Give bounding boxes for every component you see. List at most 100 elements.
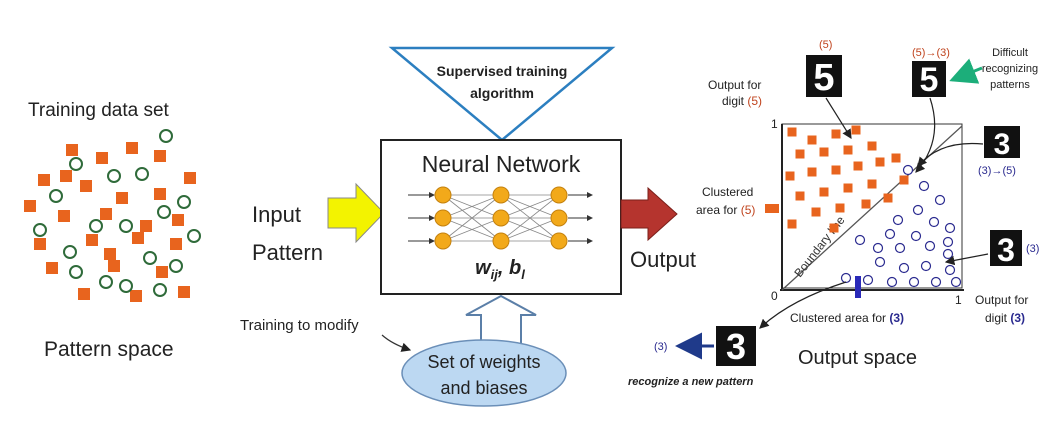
pattern-space-caption: Pattern space (44, 338, 174, 361)
network-title: Neural Network (422, 151, 581, 177)
pattern-square-point (178, 286, 190, 298)
pattern-square-point (96, 152, 108, 164)
training-modify-label: Training to modify (240, 317, 359, 334)
network-node (550, 186, 568, 204)
output-square-point (843, 145, 853, 155)
output-square-point (831, 129, 841, 139)
output-square-point (867, 141, 877, 151)
difficult-right-pointer (917, 142, 984, 167)
pattern-circle-point (33, 223, 47, 237)
output-square-point (819, 187, 829, 197)
output-circle-point (910, 230, 922, 242)
network-edge (500, 194, 560, 219)
output-square-point (899, 175, 909, 185)
training-section: Set of weights and biases Training to mo… (240, 294, 567, 407)
output-circle-point (930, 276, 942, 288)
digit3-pointer (944, 253, 989, 266)
output-circle-point (886, 276, 898, 288)
pattern-square-point (130, 290, 142, 302)
pattern-circle-point (119, 279, 133, 293)
output-circle-point (908, 276, 920, 288)
cluster3-marker (855, 276, 861, 298)
pattern-square-point (154, 150, 166, 162)
pattern-square-point (58, 210, 70, 222)
network-node (434, 186, 452, 204)
new-pattern-image: 3 (716, 326, 756, 367)
pattern-circle-point (159, 129, 173, 143)
weights-line2: and biases (440, 378, 527, 398)
output-points (785, 125, 962, 288)
output-circle-point (912, 204, 924, 216)
input-arrow (327, 182, 385, 244)
pattern-points (24, 129, 201, 302)
difficult-note-line1: Difficult (992, 47, 1028, 59)
network-node (492, 186, 510, 204)
pattern-circle-point (187, 229, 201, 243)
pattern-square-point (34, 238, 46, 250)
modify-pointer (381, 334, 412, 352)
pattern-square-point (100, 208, 112, 220)
cluster5-line1: Clustered (702, 185, 753, 199)
y-tick-one: 1 (771, 117, 778, 131)
cluster3-label: Clustered area for (3) (790, 311, 904, 325)
output-circle-point (950, 276, 962, 288)
output-square-point (785, 171, 795, 181)
output-square-point (861, 199, 871, 209)
output-square-point (831, 165, 841, 175)
output-arrow (620, 186, 678, 242)
pattern-circle-point (157, 205, 171, 219)
input-label-line1: Input (252, 202, 301, 227)
output-circle-point (840, 272, 852, 284)
output-space: Boundary line Output for digit (5) 1 0 1… (628, 39, 1039, 388)
pattern-space: Training data set Pattern space (24, 100, 201, 361)
pattern-square-point (140, 220, 152, 232)
network-node (434, 232, 452, 250)
input-section: Input Pattern (252, 182, 385, 265)
difficult-right-image: 3 (984, 126, 1020, 161)
x-tick-one: 1 (955, 293, 962, 307)
pattern-square-point (38, 174, 50, 186)
output-circle-point (902, 164, 914, 176)
supervised-line1: Supervised training (437, 63, 568, 79)
svg-text:3: 3 (726, 326, 746, 367)
output-square-point (835, 203, 845, 213)
pattern-circle-point (69, 157, 83, 171)
output-square-point (807, 135, 817, 145)
output-square-point (811, 207, 821, 217)
svg-text:3: 3 (994, 128, 1011, 161)
pattern-square-point (156, 266, 168, 278)
pattern-square-point (78, 288, 90, 300)
output-space-caption: Output space (798, 347, 917, 369)
difficult-note-line2: recognizing (982, 63, 1038, 75)
output-square-point (829, 223, 839, 233)
new-pattern-curve (759, 281, 847, 329)
pattern-square-point (170, 238, 182, 250)
svg-text:5: 5 (920, 61, 939, 99)
difficult-top-label: (5)→(3) (912, 47, 950, 59)
output-circle-point (884, 228, 896, 240)
output-square-point (853, 161, 863, 171)
output-circle-point (920, 260, 932, 272)
origin-label: 0 (771, 289, 778, 303)
output-square-point (851, 125, 861, 135)
network-edge (442, 217, 502, 242)
pattern-square-point (126, 142, 138, 154)
network-edge (500, 217, 560, 242)
pattern-square-point (66, 144, 78, 156)
network-node (550, 209, 568, 227)
boundary-label: Boundary line (791, 213, 847, 280)
supervised-algorithm: Supervised training algorithm (388, 46, 616, 142)
svg-text:3: 3 (997, 232, 1015, 268)
network-node (434, 209, 452, 227)
new-pattern-label: (3) (654, 341, 667, 353)
pattern-square-point (184, 172, 196, 184)
y-axis-label: Output for (708, 78, 761, 92)
output-circle-point (944, 222, 956, 234)
pattern-square-point (60, 170, 72, 182)
output-circle-point (894, 242, 906, 254)
network-graph (408, 186, 593, 250)
pattern-square-point (154, 188, 166, 200)
pattern-circle-point (169, 259, 183, 273)
difficult-right-label: (3)→(5) (978, 165, 1016, 177)
pattern-circle-point (63, 245, 77, 259)
